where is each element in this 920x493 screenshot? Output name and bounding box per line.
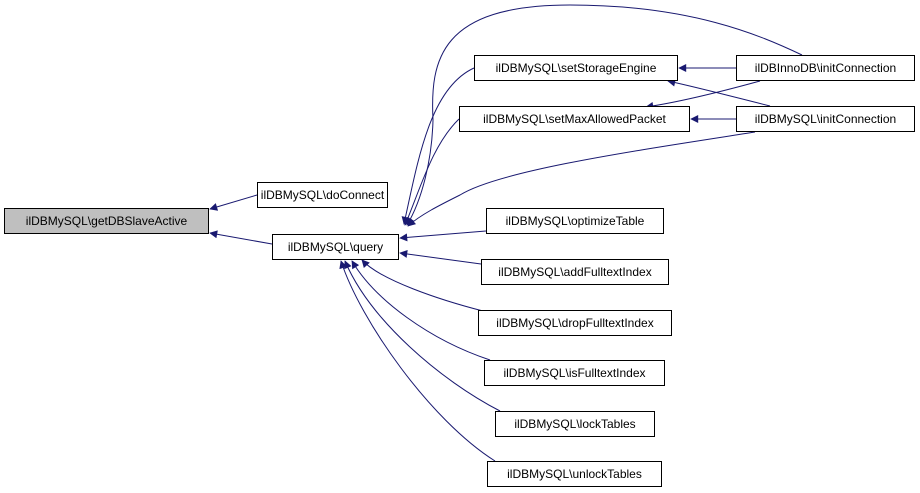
node-lock-tables[interactable]: ilDBMySQL\lockTables — [495, 411, 655, 437]
edge-lock-tables-to-query — [344, 260, 501, 412]
edge-mysql-init-connection-to-set-storage-engine — [667, 78, 771, 107]
node-query[interactable]: ilDBMySQL\query — [272, 234, 399, 260]
node-mysql-init-connection[interactable]: ilDBMySQL\initConnection — [736, 106, 915, 132]
edge-set-storage-engine-to-query — [401, 67, 475, 225]
node-is-fulltext-index[interactable]: ilDBMySQL\isFulltextIndex — [484, 360, 665, 386]
node-drop-fulltext-index[interactable]: ilDBMySQL\dropFulltextIndex — [478, 310, 672, 336]
edge-innodb-init-connection-to-query — [406, 4, 803, 226]
node-optimize-table[interactable]: ilDBMySQL\optimizeTable — [486, 208, 664, 234]
edge-query-to-get-db-slave-active — [209, 230, 273, 245]
edge-add-fulltext-index-to-query — [399, 250, 482, 265]
node-set-max-allowed-packet[interactable]: ilDBMySQL\setMaxAllowedPacket — [459, 106, 690, 132]
node-set-storage-engine[interactable]: ilDBMySQL\setStorageEngine — [474, 55, 678, 81]
edge-do-connect-to-get-db-slave-active — [209, 194, 258, 211]
edge-unlock-tables-to-query — [339, 260, 496, 462]
node-innodb-init-connection[interactable]: ilDBInnoDB\initConnection — [736, 55, 915, 81]
node-do-connect[interactable]: ilDBMySQL\doConnect — [257, 182, 388, 208]
node-add-fulltext-index[interactable]: ilDBMySQL\addFulltextIndex — [481, 259, 669, 285]
edge-is-fulltext-index-to-query — [351, 260, 491, 361]
edge-mysql-init-connection-to-query — [407, 131, 756, 227]
node-get-db-slave-active[interactable]: ilDBMySQL\getDBSlaveActive — [4, 208, 209, 234]
edge-innodb-init-connection-to-set-max-allowed-packet — [645, 80, 761, 110]
edge-optimize-table-to-query — [399, 230, 487, 242]
edge-drop-fulltext-index-to-query — [361, 259, 484, 312]
node-unlock-tables[interactable]: ilDBMySQL\unlockTables — [487, 461, 662, 487]
